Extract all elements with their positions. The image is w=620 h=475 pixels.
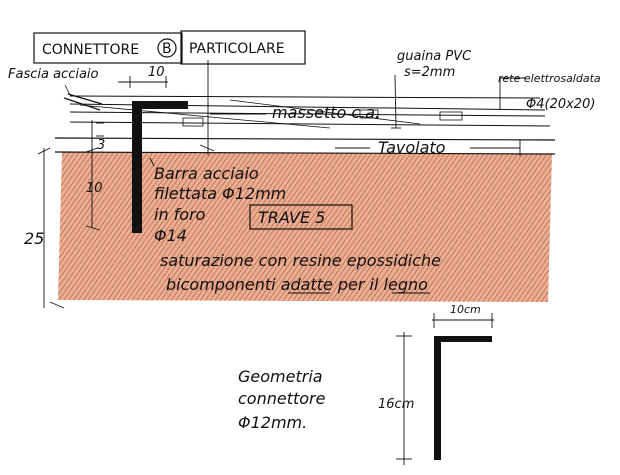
label-dim-10cm: 10cm (450, 303, 481, 316)
label-trave: TRAVE 5 (258, 208, 325, 227)
label-rete-diametro: Φ4(20x20) (526, 97, 595, 112)
steel-strap (63, 84, 103, 111)
label-barra-1: Barra acciaio (154, 164, 259, 183)
title-particolare: PARTICOLARE (189, 41, 285, 57)
label-dim-25: 25 (24, 229, 44, 248)
connector-bar-section (132, 101, 188, 233)
title-connettore: CONNETTORE (42, 42, 139, 58)
label-guaina-spessore: s=2mm (404, 65, 455, 80)
label-barra-3: in foro (154, 205, 206, 224)
connector-bar (132, 101, 142, 233)
connector-geometry-head (434, 336, 492, 342)
label-massetto: massetto c.a. (272, 103, 380, 122)
label-dim-16cm: 16cm (378, 397, 414, 412)
title-block: CONNETTORE B PARTICOLARE (33, 30, 306, 65)
connector-geometry (434, 336, 492, 460)
leader-lines (149, 74, 526, 167)
label-geometria-3: Φ12mm. (238, 413, 307, 432)
title-circle (157, 38, 177, 58)
label-dim-small: 3 (97, 138, 105, 153)
label-dim-10: 10 (86, 181, 103, 196)
title-box-particolare (180, 30, 306, 65)
label-guaina: guaina PVC (397, 49, 472, 64)
label-geometria-2: connettore (238, 389, 326, 408)
label-barra-2: filettata Φ12mm (154, 184, 286, 203)
title-circled-letter: B (162, 41, 172, 57)
trave-box (249, 204, 353, 230)
connector-geometry-dims (396, 313, 494, 465)
label-dim-top: 10 (148, 65, 165, 80)
dimension-lines (37, 60, 215, 309)
label-barra-4: Φ14 (154, 226, 187, 245)
connector-bar-head (132, 101, 188, 109)
label-saturazione-1: saturazione con resine epossidiche (160, 251, 441, 270)
label-saturazione-2: bicomponenti adatte per il legno (166, 275, 428, 294)
wood-beam (58, 152, 552, 302)
label-geometria-1: Geometria (238, 367, 323, 386)
label-tavolato: Tavolato (378, 138, 446, 157)
label-rete: rete elettrosaldata (498, 72, 601, 85)
label-fascia-acciaio: Fascia acciaio (8, 67, 99, 82)
title-box-connector (33, 32, 183, 64)
connector-geometry-bar (434, 336, 441, 460)
